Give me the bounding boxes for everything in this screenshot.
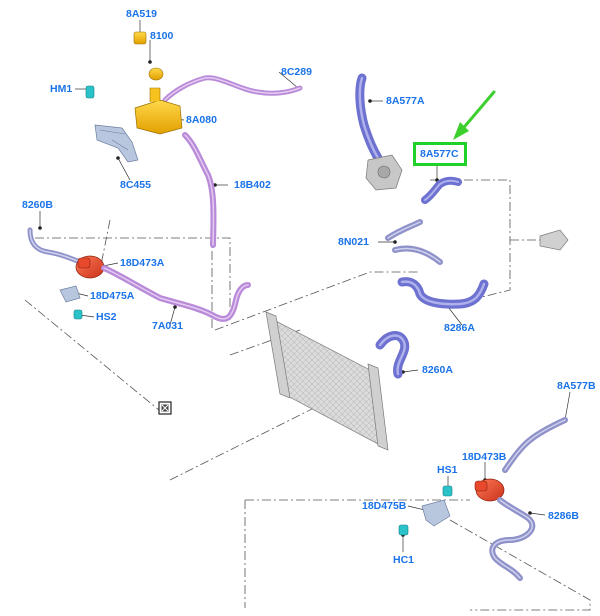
label-8286b[interactable]: 8286B [548, 510, 579, 522]
quick-connector [539, 229, 569, 251]
hose-8a577c[interactable] [421, 176, 462, 204]
hose-8a577a[interactable] [355, 73, 383, 163]
label-8260b[interactable]: 8260B [22, 199, 53, 211]
label-7a031[interactable]: 7A031 [152, 320, 183, 332]
hose-8260a[interactable] [375, 331, 410, 379]
sensor-hm1[interactable] [85, 85, 95, 99]
hose-8260b[interactable] [27, 227, 83, 265]
label-hm1[interactable]: HM1 [50, 83, 73, 95]
label-8a519[interactable]: 8A519 [126, 8, 157, 20]
label-18d473a[interactable]: 18D473A [120, 257, 165, 269]
boxed-x-icon [158, 401, 172, 415]
label-8a577c[interactable]: 8A577C [420, 148, 459, 160]
label-18d475a[interactable]: 18D475A [90, 290, 135, 302]
thermostat-housing [365, 154, 403, 191]
sensor-hs1[interactable] [442, 485, 453, 497]
hose-8286b[interactable] [489, 497, 536, 581]
label-8n021[interactable]: 8N021 [338, 236, 369, 248]
bracket-18d475b[interactable] [421, 499, 451, 527]
highlight-arrow [453, 90, 496, 140]
hose-8c289[interactable] [162, 75, 303, 103]
hose-8a577b[interactable] [502, 417, 568, 473]
label-18d473b[interactable]: 18D473B [462, 451, 507, 463]
radiator [265, 311, 389, 451]
label-hs1[interactable]: HS1 [437, 464, 458, 476]
label-hs2[interactable]: HS2 [96, 311, 117, 323]
bracket-8c455[interactable] [94, 124, 139, 163]
label-8c289[interactable]: 8C289 [281, 66, 312, 78]
reservoir-8a080[interactable] [134, 87, 183, 135]
hose-18b402[interactable] [182, 132, 217, 248]
leader-lines [39, 20, 571, 552]
label-hc1[interactable]: HC1 [393, 554, 415, 566]
connector-hc1[interactable] [398, 524, 409, 536]
pump-18d473b[interactable] [474, 478, 505, 502]
hose-7a031[interactable] [101, 265, 251, 322]
bracket-18d475a[interactable] [59, 285, 81, 303]
highlight-box [413, 142, 467, 166]
hose-8n021[interactable] [385, 219, 443, 265]
label-8c455[interactable]: 8C455 [120, 179, 151, 191]
cap-8a519[interactable] [133, 31, 147, 45]
sensor-hs2[interactable] [73, 309, 83, 320]
label-8a080[interactable]: 8A080 [186, 114, 217, 126]
label-8260a[interactable]: 8260A [422, 364, 453, 376]
part-8100[interactable] [148, 67, 164, 81]
hose-8286a[interactable] [397, 277, 489, 309]
label-18b402[interactable]: 18B402 [234, 179, 271, 191]
label-18d475b[interactable]: 18D475B [362, 500, 407, 512]
label-8286a[interactable]: 8286A [444, 322, 475, 334]
label-8100[interactable]: 8100 [150, 30, 174, 42]
assembly-boundary-lines [24, 179, 591, 611]
label-8a577a[interactable]: 8A577A [386, 95, 425, 107]
pump-18d473a[interactable] [75, 255, 105, 279]
label-8a577b[interactable]: 8A577B [557, 380, 596, 392]
